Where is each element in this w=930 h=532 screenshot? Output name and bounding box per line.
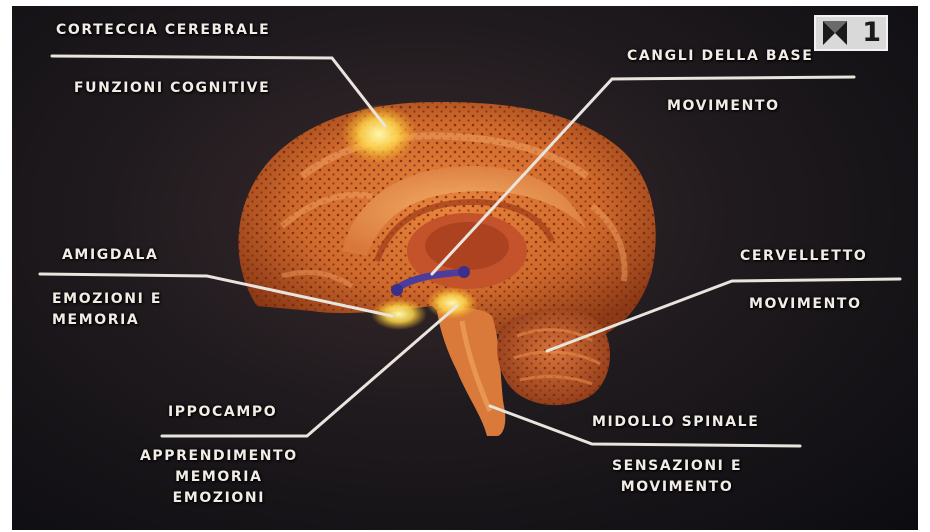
corteccia-name-label: CORTECCIA CEREBRALE	[56, 20, 270, 41]
ippocampo-function-label: APPRENDIMENTO MEMORIA EMOZIONI	[140, 446, 298, 509]
midollo-function-label: SENSAZIONI E MOVIMENTO	[612, 456, 742, 498]
channel-number: 1	[862, 19, 881, 47]
corteccia-function-label: FUNZIONI COGNITIVE	[74, 78, 270, 99]
brainstem	[437, 308, 505, 436]
amigdala-function-label: EMOZIONI E MEMORIA	[52, 289, 162, 331]
gangli-function-label: MOVIMENTO	[667, 96, 780, 117]
rai-logo-icon	[821, 19, 849, 47]
gangli-name-label: CANGLI DELLA BASE	[627, 46, 813, 67]
ippocampo-name-label: IPPOCAMPO	[168, 402, 277, 423]
cervelletto-name-label: CERVELLETTO	[740, 246, 867, 267]
midollo-name-label: MIDOLLO SPINALE	[592, 412, 759, 433]
brain-diagram: CORTECCIA CEREBRALE FUNZIONI COGNITIVE C…	[12, 6, 918, 530]
cervelletto-function-label: MOVIMENTO	[749, 294, 862, 315]
cortex-highlight	[341, 104, 417, 164]
cerebellum	[497, 308, 610, 405]
channel-logo: 1	[814, 15, 888, 51]
hippocampus-highlight	[426, 287, 478, 319]
amigdala-name-label: AMIGDALA	[62, 245, 158, 266]
